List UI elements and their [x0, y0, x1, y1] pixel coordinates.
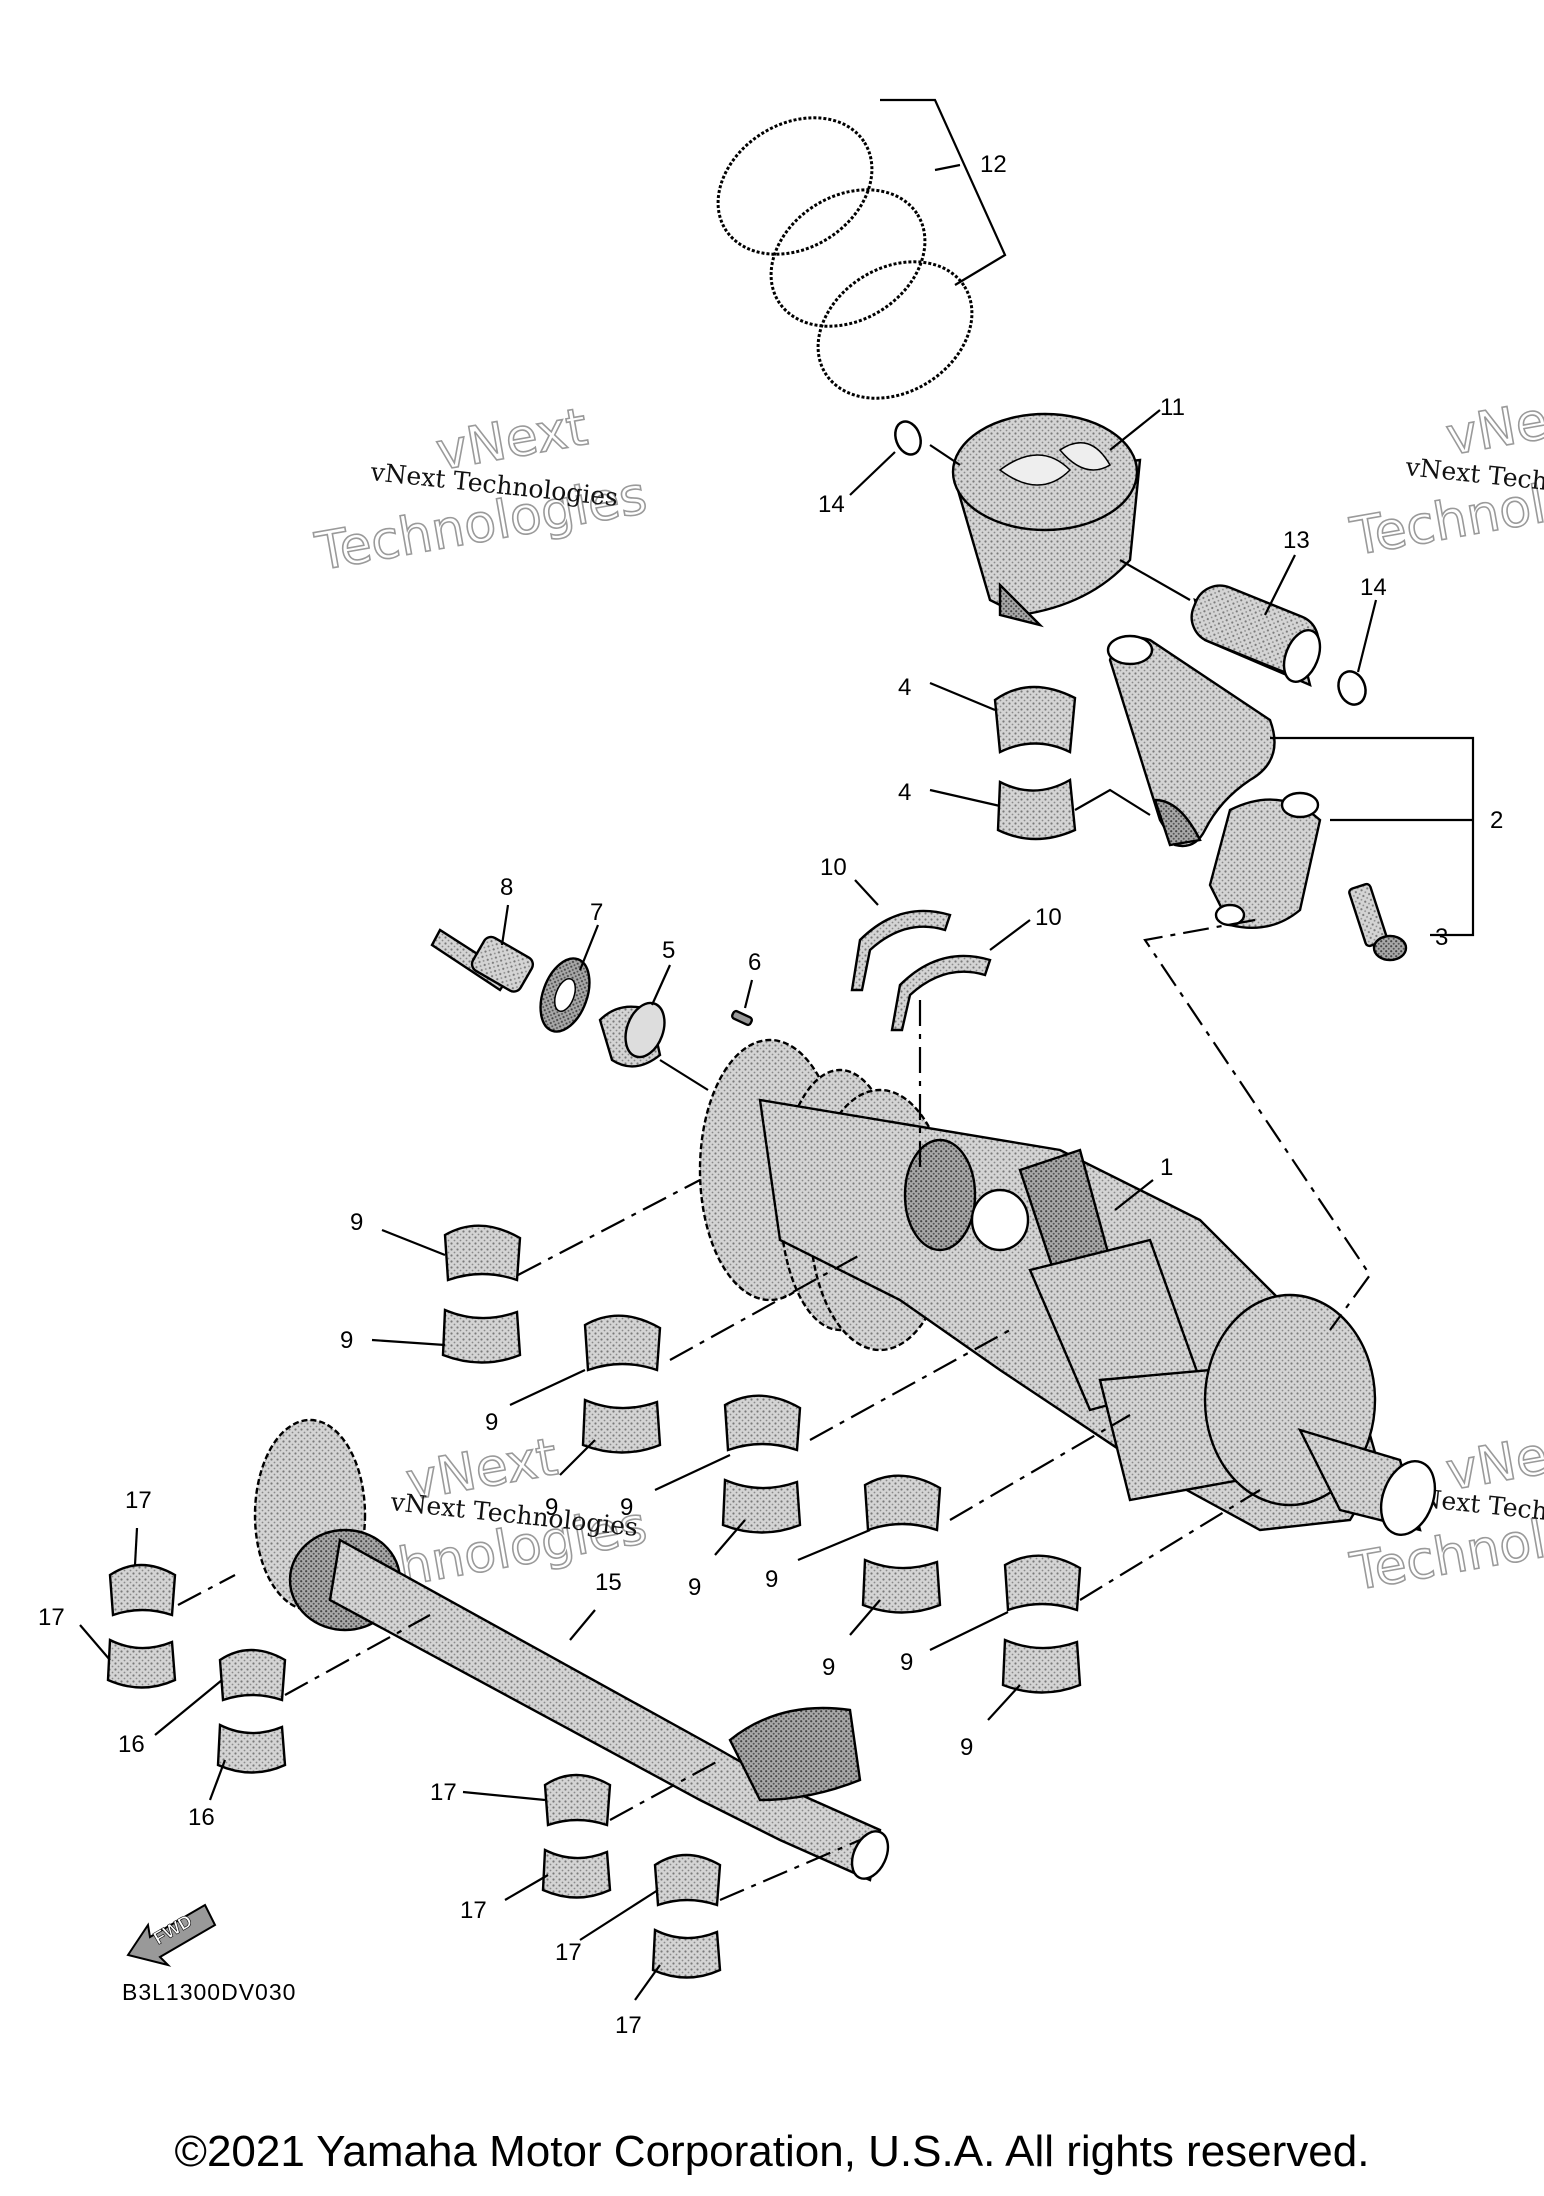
callout-9: 9 — [545, 1494, 558, 1521]
callout-9: 9 — [688, 1574, 701, 1601]
callout-9: 9 — [350, 1209, 363, 1236]
watermark-left-top: vNext Technologies vNext Technologies — [310, 397, 652, 584]
callout-5: 5 — [662, 937, 675, 964]
callout-9: 9 — [822, 1654, 835, 1681]
callout-4: 4 — [898, 674, 911, 701]
callout-16: 16 — [118, 1731, 145, 1758]
callout-17: 17 — [460, 1897, 487, 1924]
piston-pin-clip — [894, 420, 922, 456]
callout-9: 9 — [340, 1327, 353, 1354]
callout-8: 8 — [500, 874, 513, 901]
callout-6: 6 — [748, 949, 761, 976]
crankshaft-bolt — [430, 928, 535, 993]
callout-17: 17 — [125, 1487, 152, 1514]
balancer-shaft — [253, 1418, 890, 1882]
callout-10: 10 — [1035, 904, 1062, 931]
callout-9: 9 — [765, 1566, 778, 1593]
callout-1: 1 — [1160, 1154, 1173, 1181]
washer-hole — [553, 977, 577, 1013]
conrod-bearing-lower — [996, 778, 1077, 841]
main-bearings — [441, 1224, 1082, 1694]
piston-pin — [1190, 584, 1322, 688]
callout-9: 9 — [620, 1494, 633, 1521]
callout-15: 15 — [595, 1569, 622, 1596]
copyright-notice: ©2021 Yamaha Motor Corporation, U.S.A. A… — [174, 2127, 1370, 2176]
connecting-rod-cap — [1208, 791, 1322, 929]
callout-14: 14 — [818, 491, 845, 518]
alignment-lines — [177, 918, 1372, 1902]
callout-16: 16 — [188, 1804, 215, 1831]
callout-2: 2 — [1490, 807, 1503, 834]
woodruff-key — [731, 1009, 753, 1027]
callout-17: 17 — [38, 1604, 65, 1631]
thrust-bearing — [850, 909, 952, 992]
callout-9: 9 — [485, 1409, 498, 1436]
callout-17: 17 — [615, 2012, 642, 2039]
callout-14: 14 — [1360, 574, 1387, 601]
thrust-bearing — [890, 954, 992, 1032]
fwd-arrow-icon: FWD — [126, 1903, 217, 1967]
callout-labels: 1 2 3 4 4 5 6 7 8 9 9 9 9 9 9 9 9 9 9 9 … — [38, 151, 1503, 2039]
diagram-code: B3L1300DV030 — [122, 1979, 296, 2005]
callout-9: 9 — [960, 1734, 973, 1761]
connecting-rod — [1106, 634, 1276, 848]
callout-17: 17 — [430, 1779, 457, 1806]
balancer-bearings — [106, 1563, 722, 1979]
leader-lines — [79, 98, 1475, 2001]
piston-pin-clip — [1337, 670, 1367, 706]
callout-9: 9 — [900, 1649, 913, 1676]
watermark-outline-word: vNext — [1442, 382, 1544, 467]
watermark-right-top: vNext Technologies vNext Technologies — [1345, 382, 1544, 569]
conrod-bearing-upper — [993, 685, 1077, 754]
crankshaft-gear — [598, 1001, 666, 1068]
crankshaft — [698, 1038, 1437, 1536]
callout-12: 12 — [980, 151, 1007, 178]
callout-13: 13 — [1283, 527, 1310, 554]
callout-7: 7 — [590, 899, 603, 926]
callout-17: 17 — [555, 1939, 582, 1966]
piston — [951, 412, 1142, 628]
callout-3: 3 — [1435, 924, 1448, 951]
callout-11: 11 — [1160, 394, 1185, 421]
connecting-rod-bolt — [1348, 882, 1408, 962]
callout-4: 4 — [898, 779, 911, 806]
callout-10: 10 — [820, 854, 847, 881]
piston-rings — [716, 116, 974, 400]
